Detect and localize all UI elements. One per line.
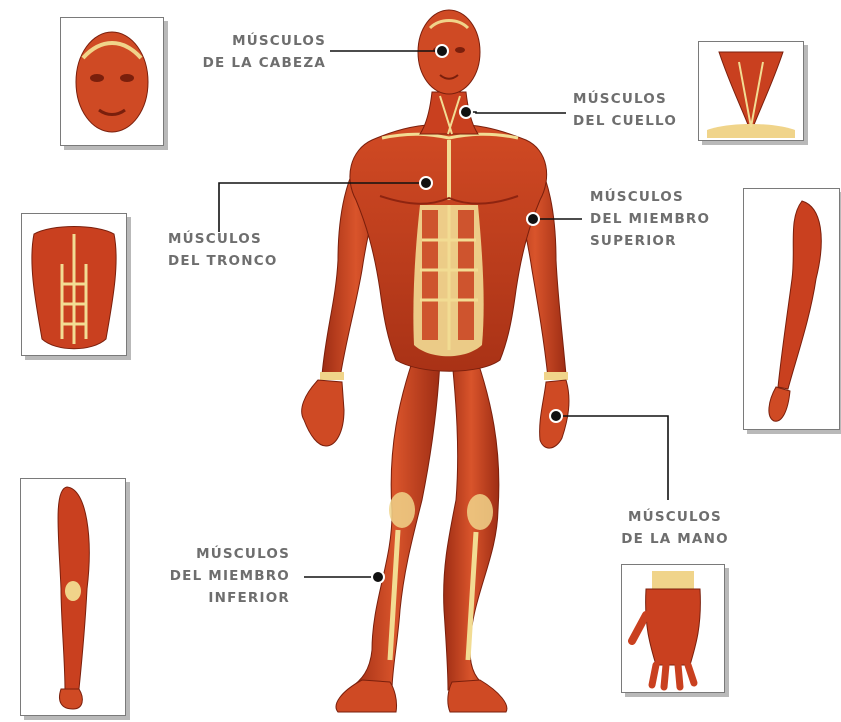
label-hand-muscles: MÚSCULOSDE LA MANO xyxy=(608,506,742,550)
label-neck-muscles: MÚSCULOSDEL CUELLO xyxy=(573,88,677,132)
marker-dot xyxy=(460,106,472,118)
thumb-head-muscles xyxy=(60,17,164,146)
marker-dot xyxy=(550,410,562,422)
thumb-neck-muscles xyxy=(698,41,804,141)
thumb-hand-muscles xyxy=(621,564,725,693)
figure-body xyxy=(302,10,569,712)
label-trunk-muscles: MÚSCULOSDEL TRONCO xyxy=(168,228,278,272)
marker-dot xyxy=(420,177,432,189)
thumb-lower-limb-muscles xyxy=(20,478,126,716)
thumb-upper-limb-muscles xyxy=(743,188,840,430)
marker-dot xyxy=(372,571,384,583)
marker-dot xyxy=(527,213,539,225)
label-head-muscles: MÚSCULOSDE LA CABEZA xyxy=(180,30,326,74)
marker-dot xyxy=(436,45,448,57)
thumb-trunk-muscles xyxy=(21,213,127,356)
label-upper-limb-muscles: MÚSCULOSDEL MIEMBROSUPERIOR xyxy=(590,186,710,252)
label-lower-limb-muscles: MÚSCULOSDEL MIEMBROINFERIOR xyxy=(150,543,290,609)
